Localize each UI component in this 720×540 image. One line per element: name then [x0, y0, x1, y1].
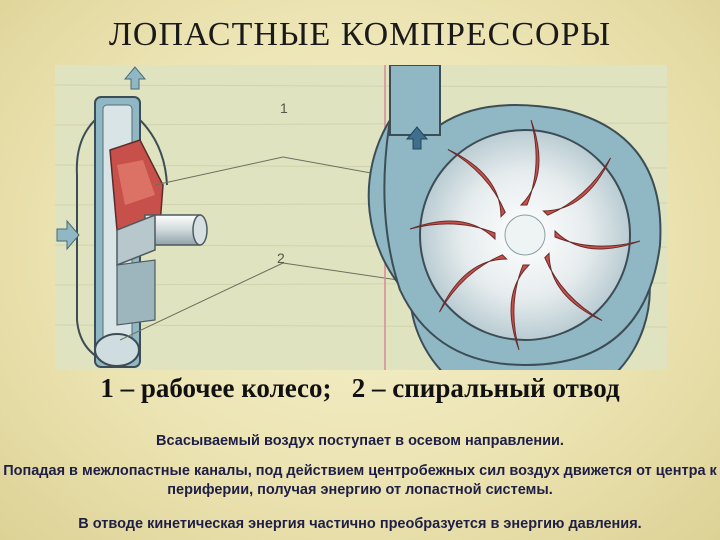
label-impeller: 1	[280, 100, 288, 116]
arrow-up-icon	[405, 126, 429, 150]
figure-caption: 1 – рабочее колесо; 2 – спиральный отвод	[100, 373, 620, 403]
paragraph-intake: Всасываемый воздух поступает в осевом на…	[156, 433, 564, 449]
arrow-up-icon	[123, 66, 147, 90]
paragraph-volute: В отводе кинетическая энергия частично п…	[78, 516, 642, 532]
paragraph-centrifugal: Попадая в межлопастные каналы, под дейст…	[3, 463, 717, 498]
arrow-right-icon	[56, 219, 80, 251]
impeller-blades	[409, 119, 641, 351]
slide-title: ЛОПАСТНЫЕ КОМПРЕССОРЫ	[108, 16, 612, 53]
compressor-diagram: 1 2	[55, 65, 667, 370]
label-volute: 2	[277, 250, 285, 266]
front-view	[367, 65, 662, 370]
compressor-illustration: 1 2	[55, 65, 667, 370]
side-section-view	[75, 96, 208, 368]
